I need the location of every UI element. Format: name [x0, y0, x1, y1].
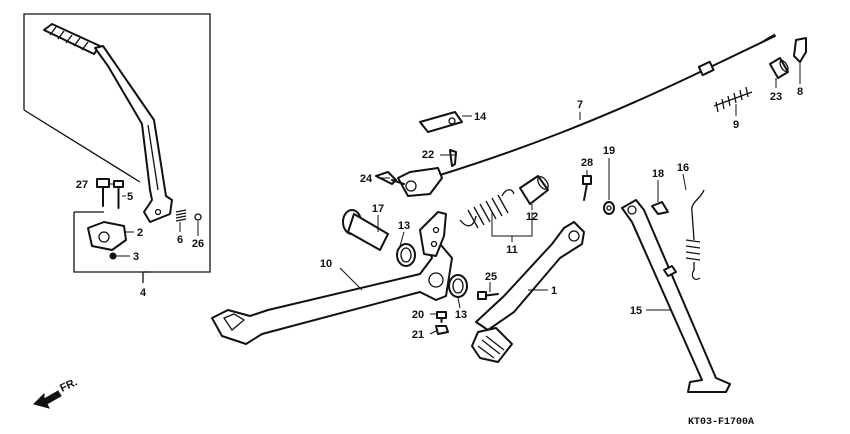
- callout-19: 19: [603, 145, 615, 157]
- callout-20: 20: [412, 309, 424, 321]
- callout-1: 1: [551, 285, 557, 297]
- callout-22: 22: [422, 149, 434, 161]
- drawing-code: KT03-F1700A: [688, 417, 754, 428]
- callout-10: 10: [320, 258, 332, 270]
- callout-2: 2: [137, 227, 143, 239]
- leader-lines: [110, 62, 801, 335]
- callout-24: 24: [360, 173, 373, 185]
- fasteners: [435, 175, 615, 335]
- callout-16: 16: [677, 162, 689, 174]
- callout-13-upper: 13: [398, 220, 410, 232]
- side-stand: [621, 189, 731, 393]
- callout-8: 8: [797, 86, 803, 98]
- front-arrow-icon: [33, 390, 62, 409]
- pedal-shaft: [342, 209, 468, 298]
- callout-6: 6: [177, 234, 183, 246]
- callout-26: 26: [192, 238, 204, 250]
- callout-21: 21: [412, 329, 424, 341]
- callout-17: 17: [372, 203, 384, 215]
- callout-11: 11: [506, 244, 518, 256]
- callout-7: 7: [577, 99, 583, 111]
- callout-18: 18: [652, 168, 664, 180]
- kick-starter-arm: [43, 23, 173, 223]
- callout-3: 3: [133, 251, 139, 263]
- brake-pedal: [211, 211, 453, 345]
- rod-joint: [419, 111, 463, 167]
- kick-starter-assembly-box: [23, 13, 211, 283]
- front-direction-indicator: FR.: [33, 376, 79, 409]
- callout-27: 27: [76, 179, 88, 191]
- callout-12: 12: [526, 211, 538, 223]
- brake-rod: [439, 33, 776, 176]
- brake-spring: [459, 175, 549, 229]
- kick-starter-bolts: [96, 178, 202, 222]
- callout-9: 9: [733, 119, 739, 131]
- callout-14: 14: [474, 111, 487, 123]
- callout-15: 15: [630, 305, 642, 317]
- callout-23: 23: [770, 91, 782, 103]
- callout-25: 25: [485, 271, 497, 283]
- stop-switch-spring: [713, 37, 807, 113]
- callout-4: 4: [140, 287, 147, 299]
- change-pedal: [471, 221, 585, 363]
- brake-joint: [375, 167, 443, 197]
- kick-starter-boss: [87, 221, 127, 260]
- direction-label: FR.: [58, 376, 79, 394]
- callout-13-lower: 13: [455, 309, 467, 321]
- callout-labels: 1 2 3 4 5 6 7 8 9 10 11 12 13 13 14 15 1…: [76, 86, 803, 341]
- callout-5: 5: [127, 191, 133, 203]
- callout-28: 28: [581, 157, 593, 169]
